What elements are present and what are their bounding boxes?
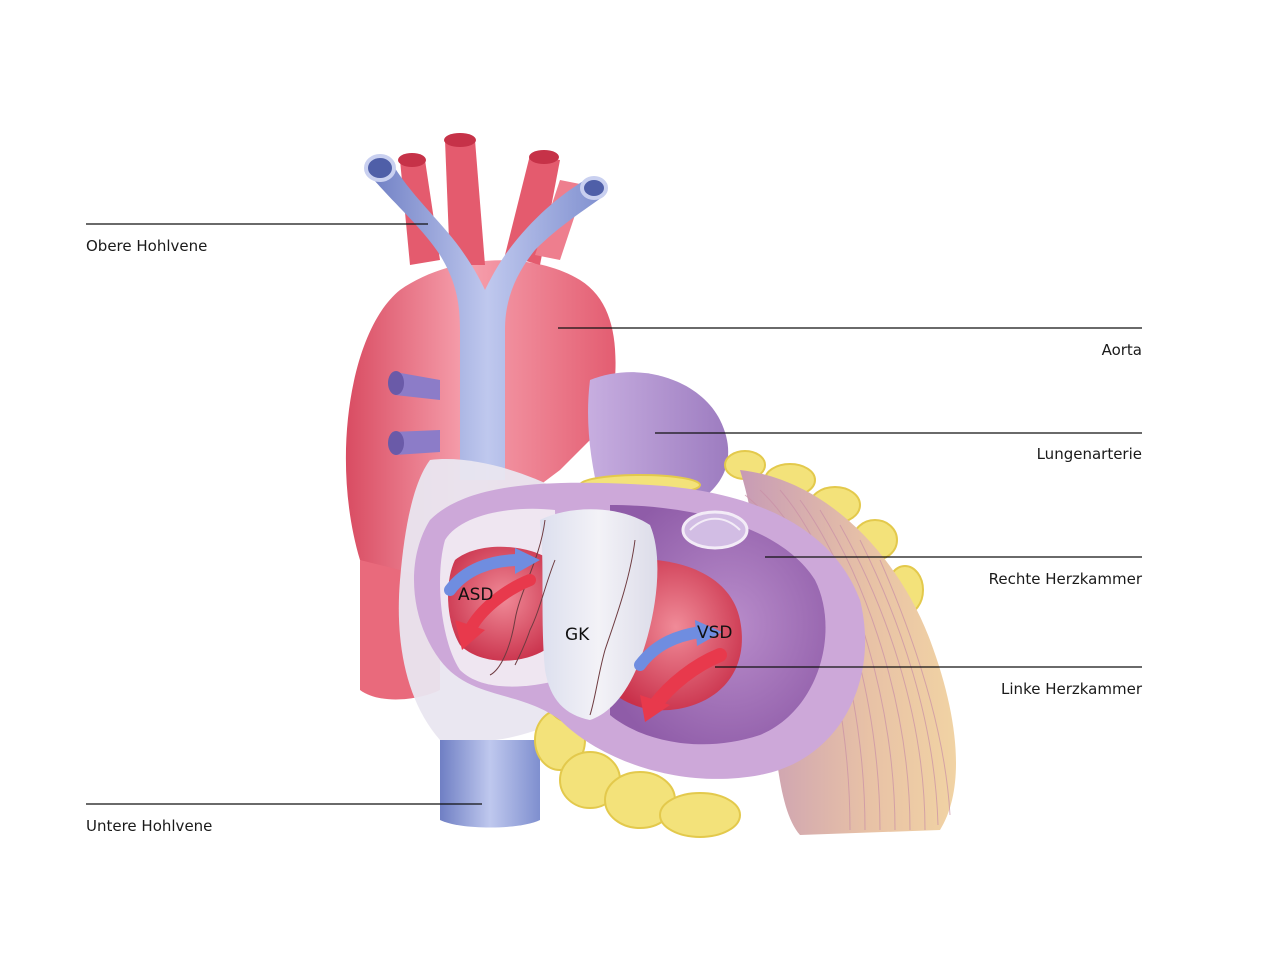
label-vsd: VSD <box>697 623 733 643</box>
vsd-shunt-arrows <box>634 620 727 722</box>
label-linke-herzkammer: Linke Herzkammer <box>1001 680 1142 698</box>
inferior-vena-cava-vessel <box>440 740 540 828</box>
label-asd: ASD <box>458 585 494 605</box>
label-untere-hohlvene: Untere Hohlvene <box>86 817 213 835</box>
superior-vena-cava-vessel <box>364 154 608 480</box>
label-lungenarterie: Lungenarterie <box>1036 445 1142 463</box>
pulmonary-artery-vessel <box>588 372 729 500</box>
label-rechte-herzkammer: Rechte Herzkammer <box>988 570 1142 588</box>
asd-shunt-arrows <box>444 548 540 650</box>
leader-lines <box>86 223 1142 805</box>
label-obere-hohlvene: Obere Hohlvene <box>86 237 208 255</box>
label-gk: GK <box>565 625 590 645</box>
label-aorta: Aorta <box>1101 341 1142 359</box>
